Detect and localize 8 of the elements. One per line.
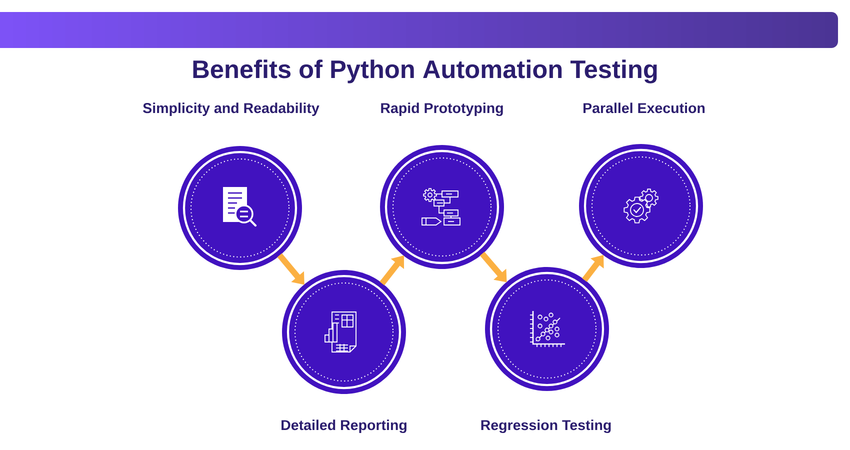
title: Benefits of Python Automation Testing (193, 60, 657, 84)
heading: Regression Testing (481, 420, 611, 434)
arrow (380, 256, 404, 286)
heading: Detailed Reporting (282, 420, 406, 434)
heading: Simplicity and Readability (143, 102, 320, 116)
arrow (582, 255, 604, 282)
heading: Rapid Prototyping (381, 102, 503, 116)
heading: Parallel Execution (584, 102, 705, 114)
